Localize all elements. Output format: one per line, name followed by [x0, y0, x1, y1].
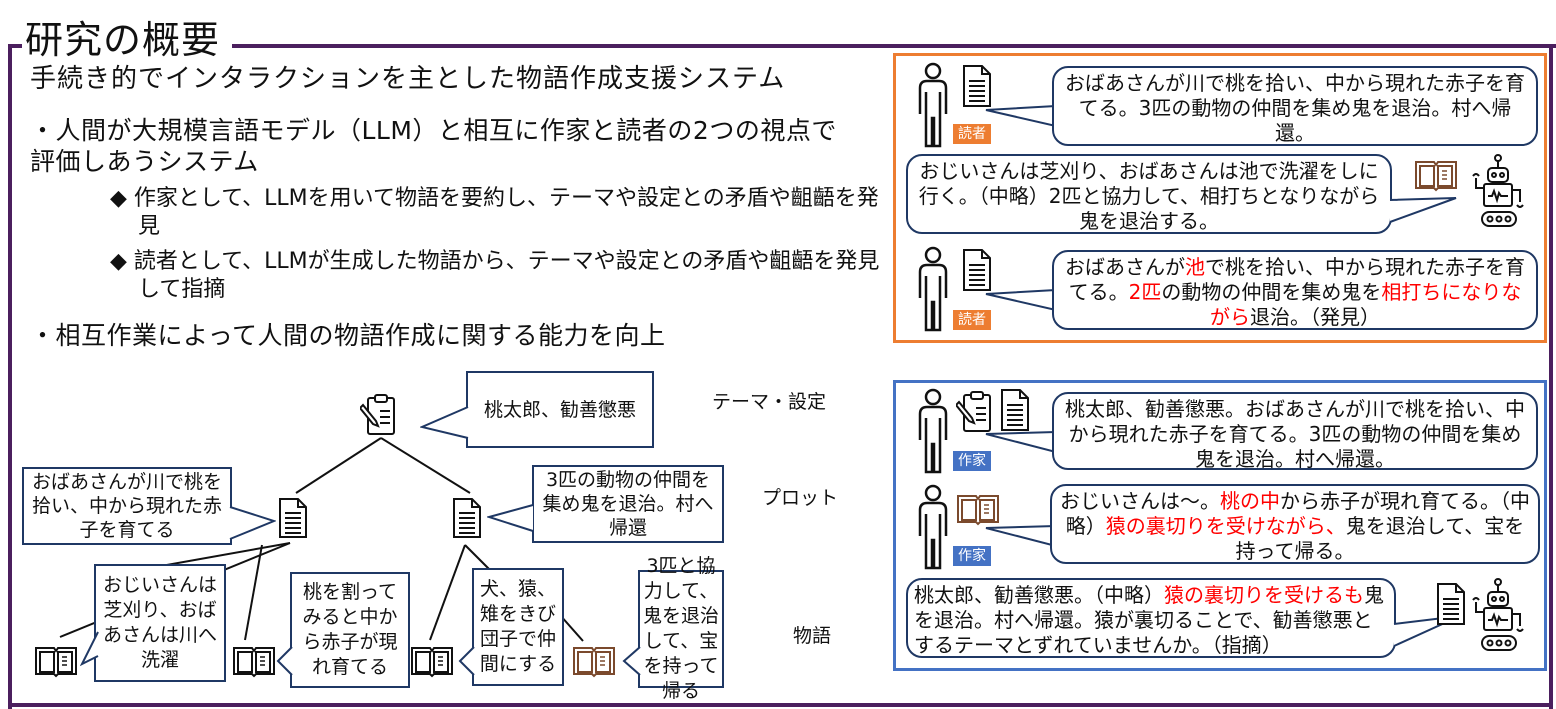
- writer-bubble-2: おじいさんは～。桃の中から赤子が現れ育てる。（中略）猿の裏切りを受けながら、鬼を…: [1050, 484, 1540, 564]
- level-label-plot: プロット: [762, 487, 839, 509]
- level-label-story: 物語: [793, 625, 832, 647]
- writer-role-badge: 作家: [953, 451, 991, 471]
- story-callout: おじいさんは芝刈り、おばあさんは川へ洗濯: [94, 564, 226, 682]
- highlighted-text: 桃の中: [1220, 489, 1280, 513]
- story-callout: 犬、猿、雉をきび団子で仲間にする: [472, 568, 564, 686]
- bubble-text: 鬼を退治して、宝を持って帰る。: [1235, 514, 1525, 563]
- person-icon: [918, 484, 948, 570]
- tree-edge: [295, 437, 382, 494]
- bubble-tail: [985, 525, 1056, 547]
- page-title: 研究の概要: [25, 18, 221, 62]
- document-icon: [1437, 583, 1465, 625]
- document-icon: [279, 498, 307, 538]
- theme-callout-text: 桃太郎、勧善懲悪: [483, 398, 636, 421]
- highlighted-text: 相打ちになりながら: [1210, 280, 1522, 329]
- reader-role-badge: 読者: [953, 124, 991, 144]
- story-callout-text: 桃を割ってみると中から赤子が現れ育てる: [302, 581, 398, 678]
- frame-border: [8, 703, 1553, 707]
- open-book-icon: [957, 495, 999, 526]
- sub-bullet-writer: ◆ 作家として、LLMを用いて物語を要約し、テーマや設定との矛盾や齟齬を発見: [110, 186, 879, 239]
- document-icon: [1001, 389, 1029, 431]
- story-callout-text: おじいさんは芝刈り、おばあさんは川へ洗濯: [102, 574, 217, 671]
- theme-callout: 桃太郎、勧善懲悪: [466, 371, 654, 448]
- open-book-icon: [573, 647, 615, 678]
- open-book-icon: [35, 647, 77, 678]
- person-icon: [918, 246, 948, 332]
- level-label-theme: テーマ・設定: [712, 391, 827, 413]
- frame-border: [232, 44, 1556, 48]
- writer-bubble-1-text: 桃太郎、勧善懲悪。おばあさんが川で桃を拾い、中から現れた赤子を育てる。3匹の動物…: [1065, 397, 1525, 471]
- reader-bubble-2: おじいさんは芝刈り、おばあさんは池で洗濯をしに行く。（中略）2匹と協力して、相打…: [906, 154, 1392, 234]
- bullet-point: ・人間が大規模言語モデル（LLM）と相互に作家と読者の2つの視点で評価しあうシス…: [30, 116, 837, 176]
- story-callout: 桃を割ってみると中から赤子が現れ育てる: [290, 572, 410, 688]
- bubble-text: の動物の仲間を集め鬼を: [1161, 280, 1382, 304]
- writer-bubble-1: 桃太郎、勧善懲悪。おばあさんが川で桃を拾い、中から現れた赤子を育てる。3匹の動物…: [1052, 392, 1538, 471]
- plot-callout-left-text: おばあさんが川で桃を拾い、中から現れた赤子を育てる: [31, 471, 222, 541]
- writer-bubble-3: 桃太郎、勧善懲悪。（中略）猿の裏切りを受けるも鬼を退治。村へ帰還。猿が裏切ること…: [906, 578, 1396, 658]
- frame-border: [8, 44, 12, 709]
- plot-callout-left: おばあさんが川で桃を拾い、中から現れた赤子を育てる: [22, 467, 232, 545]
- bubble-tail: [985, 431, 1056, 453]
- bubble-text: 桃太郎、勧善懲悪。（中略）: [914, 583, 1164, 607]
- tree-edge: [429, 544, 466, 641]
- bubble-tail: [1389, 197, 1457, 223]
- bullet-point: ・相互作業によって人間の物語作成に関する能力を向上: [30, 321, 666, 350]
- highlighted-text: 猿の裏切りを受けながら、: [1105, 514, 1346, 538]
- tree-edge: [380, 437, 471, 494]
- bubble-text: おばあさんが: [1065, 255, 1185, 279]
- callout-tail: [420, 406, 469, 439]
- document-icon: [453, 498, 481, 538]
- document-icon: [963, 65, 991, 107]
- person-icon: [918, 62, 948, 148]
- robot-icon: [1472, 578, 1524, 651]
- subtitle: 手続き的でインタラクションを主とした物語作成支援システム: [30, 64, 786, 94]
- bubble-tail: [985, 105, 1056, 127]
- frame-border: [1549, 44, 1553, 709]
- reader-bubble-1: おばあさんが川で桃を拾い、中から現れた赤子を育てる。3匹の動物の仲間を集め鬼を退…: [1052, 66, 1538, 146]
- callout-tail: [458, 646, 475, 676]
- bubble-text: で桃を拾い、中から現れた赤子を育てる。: [1068, 255, 1525, 304]
- open-book-icon: [233, 647, 275, 678]
- callout-tail: [276, 646, 293, 676]
- open-book-icon: [1415, 161, 1457, 192]
- story-callout-text: 犬、猿、雉をきび団子で仲間にする: [479, 578, 557, 675]
- frame-border: [8, 44, 22, 48]
- callout-tail: [622, 646, 641, 676]
- open-book-icon: [411, 647, 453, 678]
- highlighted-text: 猿の裏切りを受けるも: [1164, 583, 1364, 607]
- sub-bullet-reader: ◆ 読者として、LLMが生成した物語から、テーマや設定との矛盾や齟齬を発見して指…: [110, 249, 880, 302]
- reader-bubble-3: おばあさんが池で桃を拾い、中から現れた赤子を育てる。2匹の動物の仲間を集め鬼を相…: [1052, 250, 1538, 330]
- writer-role-badge: 作家: [953, 546, 991, 566]
- highlighted-text: 池: [1185, 255, 1205, 279]
- callout-tail: [229, 506, 276, 540]
- document-icon: [963, 249, 991, 291]
- plot-callout-right-text: 3匹の動物の仲間を集め鬼を退治。村へ帰還: [542, 469, 714, 539]
- story-callout-text: 3匹と協力して、鬼を退治して、宝を持って帰る: [642, 555, 719, 702]
- bubble-text: 退治。（発見）: [1250, 305, 1380, 329]
- bubble-text: から赤子が現れ育てる。（中略）: [1065, 489, 1530, 538]
- clipboard-pencil-icon: [360, 394, 395, 435]
- bubble-text: おじいさんは～。: [1060, 489, 1220, 513]
- robot-icon: [1472, 154, 1524, 227]
- callout-tail: [80, 631, 99, 667]
- bubble-text: 鬼を退治。村へ帰還。猿が裏切ることで、勧善懲悪とするテーマとずれていませんか。（…: [914, 583, 1384, 657]
- bubble-tail: [985, 289, 1056, 311]
- callout-tail: [487, 504, 534, 532]
- reader-bubble-1-text: おばあさんが川で桃を拾い、中から現れた赤子を育てる。3匹の動物の仲間を集め鬼を退…: [1065, 71, 1525, 145]
- story-callout: 3匹と協力して、鬼を退治して、宝を持って帰る: [638, 555, 724, 702]
- tree-edge: [244, 544, 263, 641]
- person-icon: [918, 388, 948, 474]
- reader-bubble-2-text: おじいさんは芝刈り、おばあさんは池で洗濯をしに行く。（中略）2匹と協力して、相打…: [918, 159, 1380, 233]
- reader-role-badge: 読者: [953, 310, 991, 330]
- highlighted-text: 2匹: [1128, 280, 1162, 304]
- plot-callout-right: 3匹の動物の仲間を集め鬼を退治。村へ帰還: [532, 465, 724, 543]
- clipboard-pencil-icon: [956, 391, 991, 432]
